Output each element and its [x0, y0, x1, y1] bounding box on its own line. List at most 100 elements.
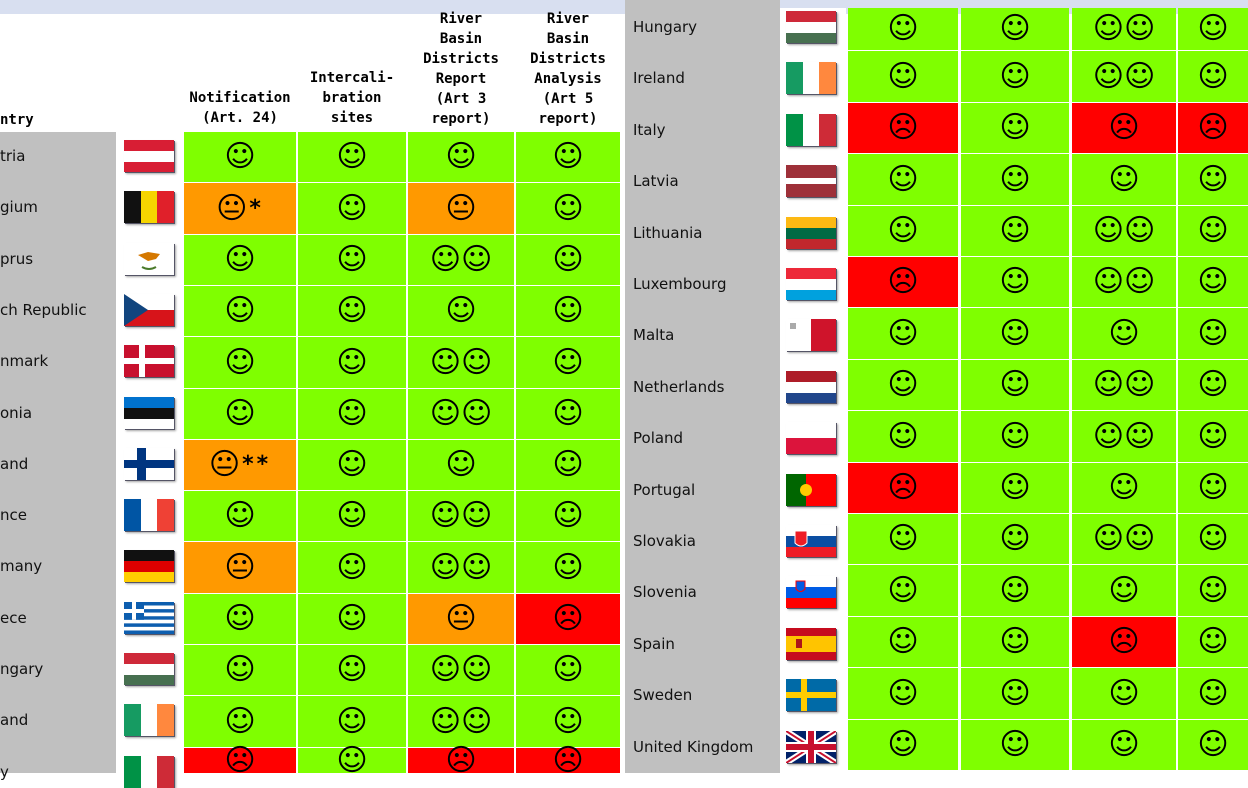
smiley-happy-icon: ☺ [1197, 727, 1229, 762]
smiley-happy-icon: ☺ [1108, 675, 1140, 711]
status-cell: ☺ [961, 514, 1069, 564]
country-name: United Kingdom [633, 738, 754, 756]
flag-icon [786, 422, 836, 454]
status-cell: 😐 [408, 183, 514, 234]
flag-icon [124, 294, 174, 326]
flag-icon [124, 243, 174, 275]
smiley-happy-icon: ☺ [552, 652, 584, 687]
status-cell: ☺ [298, 235, 406, 285]
flag-icon [786, 731, 836, 763]
status-cell: ☺ [848, 565, 958, 616]
status-cell: ☺ [1178, 617, 1248, 667]
smiley-happy-icon: ☺ [224, 396, 256, 431]
status-cell: ☺ [1178, 720, 1248, 770]
flag-icon [124, 397, 174, 429]
smiley-happy-icon: ☺ [1197, 624, 1229, 659]
smiley-happy-icon: ☺ [224, 242, 256, 277]
country-name: Latvia [633, 172, 679, 190]
flag-icon [124, 550, 174, 582]
flag-icon [786, 628, 836, 660]
smiley-happy-icon: ☺ [887, 675, 919, 711]
flag-icon [786, 62, 836, 94]
smiley-happy-icon: ☺ [461, 344, 493, 380]
smiley-happy-icon: ☺ [336, 498, 368, 533]
smiley-happy-icon: ☺ [1197, 675, 1229, 711]
smiley-sad-icon: ☹ [224, 742, 256, 778]
smiley-happy-icon: ☺ [552, 242, 584, 277]
status-cell: ☺ [961, 617, 1069, 667]
country-name: Italy [633, 121, 666, 139]
status-cell: ☺ [1072, 154, 1176, 205]
status-cell: 😐* [184, 183, 296, 234]
flag-icon [786, 11, 836, 43]
country-name: gium [0, 198, 38, 216]
status-cell: ☺ [1072, 565, 1176, 616]
smiley-happy-icon: ☺ [1197, 470, 1229, 505]
status-cell: ☺ [298, 491, 406, 541]
smiley-happy-icon: ☺ [999, 110, 1031, 145]
smiley-happy-icon: ☺ [336, 601, 368, 636]
smiley-happy-icon: ☺ [887, 418, 919, 454]
smiley-neutral-icon: 😐 [224, 549, 256, 585]
smiley-happy-icon: ☺ [999, 11, 1031, 46]
country-name: ece [0, 609, 27, 627]
status-cell: 😐 [408, 594, 514, 644]
status-cell: ☺ [298, 183, 406, 234]
smiley-happy-icon: ☺ [999, 264, 1031, 299]
status-cell: ☺☺ [408, 542, 514, 593]
smiley-happy-icon: ☺ [1124, 418, 1156, 454]
smiley-happy-icon: ☺ [336, 447, 368, 482]
smiley-happy-icon: ☺ [887, 11, 919, 46]
country-name: Poland [633, 429, 684, 447]
status-cell: ☺ [961, 257, 1069, 307]
smiley-happy-icon: ☺ [552, 190, 584, 226]
status-cell: ☺☺ [1072, 257, 1176, 307]
smiley-happy-icon: ☺ [1092, 11, 1124, 46]
smiley-happy-icon: ☺ [999, 470, 1031, 505]
status-cell: ☺ [516, 491, 620, 541]
right-table: Hungary☺☺☺☺☺Ireland☺☺☺☺☺Italy☹☺☹☹Latvia☺… [625, 0, 1248, 773]
status-cell: ☺ [1072, 668, 1176, 719]
status-cell: ☺ [961, 103, 1069, 153]
smiley-happy-icon: ☺ [552, 703, 584, 739]
smiley-happy-icon: ☺ [999, 418, 1031, 454]
smiley-happy-icon: ☺ [999, 58, 1031, 94]
status-cell: ☺ [848, 154, 958, 205]
country-name: Spain [633, 635, 675, 653]
smiley-happy-icon: ☺ [1092, 367, 1124, 402]
status-cell: ☺ [1178, 668, 1248, 719]
status-cell: ☺☺ [408, 491, 514, 541]
smiley-neutral-icon: 😐 [445, 601, 477, 636]
country-name: y [0, 763, 9, 781]
footnote-asterisk: ** [242, 452, 272, 477]
smiley-sad-icon: ☹ [552, 742, 584, 778]
status-cell: ☺ [961, 565, 1069, 616]
country-name: tria [0, 147, 26, 165]
smiley-happy-icon: ☺ [461, 498, 493, 533]
smiley-happy-icon: ☺ [336, 652, 368, 687]
smiley-happy-icon: ☺ [887, 58, 919, 94]
flag-icon [124, 140, 174, 172]
status-cell: ☺☺ [408, 337, 514, 388]
smiley-happy-icon: ☺ [429, 703, 461, 739]
smiley-happy-icon: ☺ [999, 315, 1031, 351]
smiley-happy-icon: ☺ [445, 293, 477, 328]
flag-icon [124, 704, 174, 736]
smiley-happy-icon: ☺ [1108, 161, 1140, 197]
smiley-happy-icon: ☺ [1092, 521, 1124, 556]
flag-icon [786, 371, 836, 403]
smiley-happy-icon: ☺ [445, 139, 477, 174]
status-cell: ☺ [184, 389, 296, 439]
smiley-happy-icon: ☺ [429, 242, 461, 277]
smiley-happy-icon: ☺ [552, 498, 584, 533]
smiley-happy-icon: ☺ [1197, 11, 1229, 46]
footnote-asterisk: * [249, 195, 264, 221]
country-name: Sweden [633, 686, 693, 704]
status-cell: ☺ [1178, 463, 1248, 513]
status-cell: ☺ [516, 235, 620, 285]
smiley-happy-icon: ☺ [224, 652, 256, 687]
smiley-happy-icon: ☺ [224, 344, 256, 380]
status-cell: ☺ [516, 389, 620, 439]
smiley-happy-icon: ☺ [1124, 521, 1156, 556]
smiley-happy-icon: ☺ [429, 549, 461, 585]
